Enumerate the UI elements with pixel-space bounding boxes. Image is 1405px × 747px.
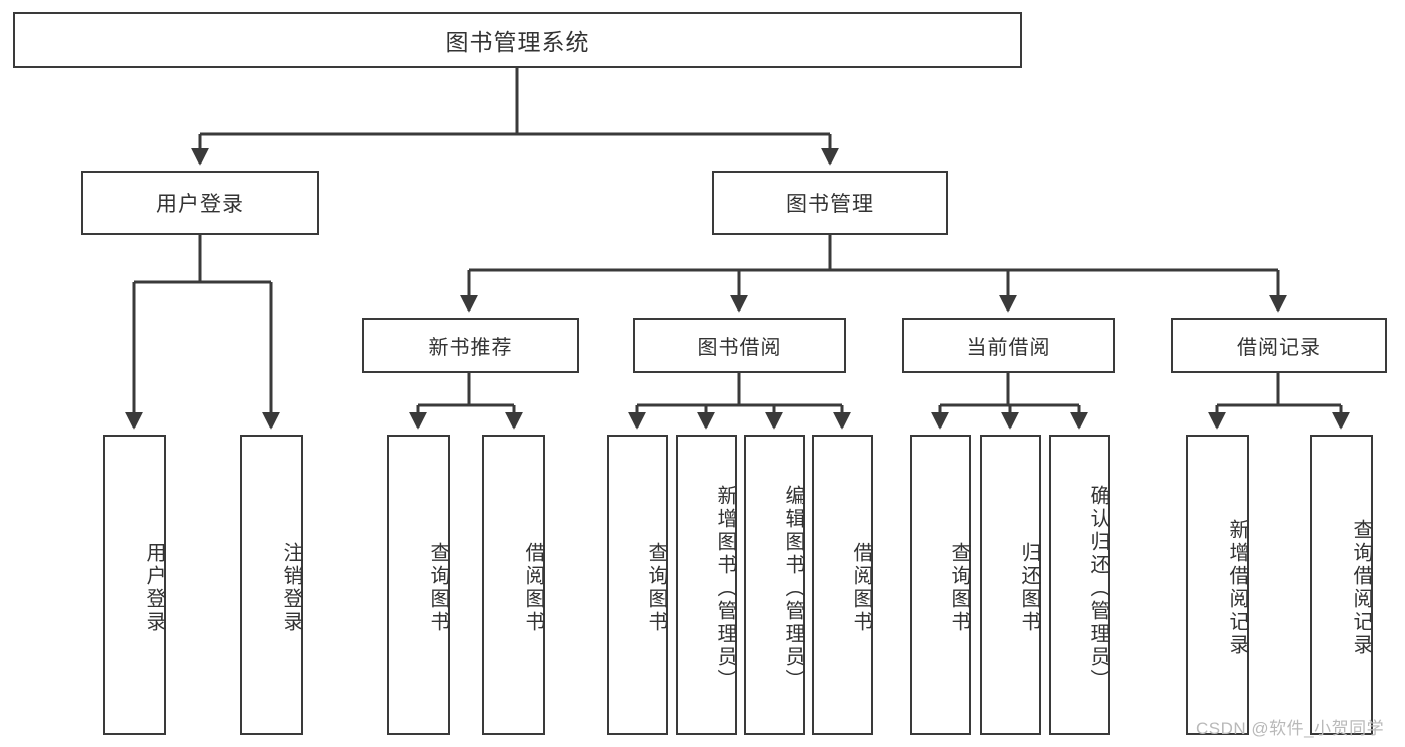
node-leaf-label: 归还图书 — [1018, 542, 1040, 634]
node-leaf-label: 新增图书（管理员） — [714, 484, 736, 692]
node-leaf-label: 查询图书 — [948, 542, 970, 634]
node-leaf-label: 新增借阅记录 — [1226, 519, 1248, 657]
node-leaf-label: 注销登录 — [280, 542, 302, 634]
node-leaf[interactable]: 新增图书（管理员） — [676, 435, 737, 735]
node-leaf[interactable]: 注销登录 — [240, 435, 303, 735]
node-leaf-label: 借阅图书 — [850, 542, 872, 634]
node-leaf[interactable]: 查询图书 — [607, 435, 668, 735]
node-leaf-label: 查询图书 — [427, 542, 449, 634]
node-leaf[interactable]: 查询借阅记录 — [1310, 435, 1373, 735]
node-leaf-label: 编辑图书（管理员） — [782, 484, 804, 692]
csdn-watermark: CSDN @软件_小贺同学 — [1196, 719, 1385, 738]
node-level1-user-login[interactable]: 用户登录 — [81, 171, 319, 235]
node-leaf[interactable]: 编辑图书（管理员） — [744, 435, 805, 735]
node-level2-new-book-recommend[interactable]: 新书推荐 — [362, 318, 579, 373]
node-leaf-label: 确认归还（管理员） — [1087, 484, 1109, 692]
node-leaf[interactable]: 确认归还（管理员） — [1049, 435, 1110, 735]
node-level1-book-management[interactable]: 图书管理 — [712, 171, 948, 235]
node-leaf-label: 查询图书 — [645, 542, 667, 634]
node-leaf[interactable]: 用户登录 — [103, 435, 166, 735]
node-leaf[interactable]: 新增借阅记录 — [1186, 435, 1249, 735]
node-leaf-label: 借阅图书 — [522, 542, 544, 634]
node-root-system[interactable]: 图书管理系统 — [13, 12, 1022, 68]
node-leaf-label: 查询借阅记录 — [1350, 519, 1372, 657]
node-level2-current-borrow[interactable]: 当前借阅 — [902, 318, 1115, 373]
node-level2-borrow-record[interactable]: 借阅记录 — [1171, 318, 1387, 373]
node-leaf[interactable]: 借阅图书 — [482, 435, 545, 735]
node-leaf[interactable]: 归还图书 — [980, 435, 1041, 735]
node-leaf-label: 用户登录 — [143, 542, 165, 634]
node-level2-book-borrow[interactable]: 图书借阅 — [633, 318, 846, 373]
node-leaf[interactable]: 查询图书 — [910, 435, 971, 735]
node-leaf[interactable]: 借阅图书 — [812, 435, 873, 735]
node-leaf[interactable]: 查询图书 — [387, 435, 450, 735]
